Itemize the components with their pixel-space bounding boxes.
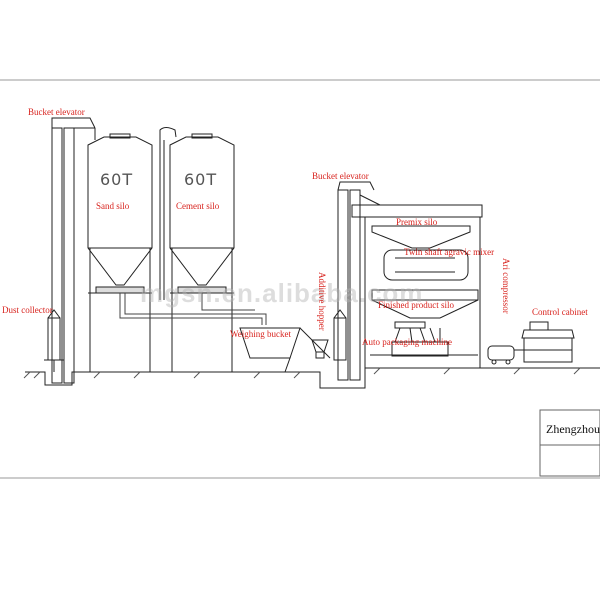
label-premix-silo: Premix silo — [396, 217, 438, 227]
weighing-bucket — [239, 327, 331, 373]
label-cement-silo: Cement silo — [176, 201, 220, 211]
additive-hopper — [311, 309, 347, 361]
ground-line — [23, 367, 600, 389]
label-bucket-elevator-left: Bucket elevator — [28, 107, 85, 117]
watermark: mgsn.en.alibaba.com — [140, 278, 424, 308]
bucket-elevator-left — [51, 117, 96, 384]
sand-silo-capacity: 60T — [100, 170, 134, 189]
label-additive-hopper: Additive hopper — [317, 272, 327, 331]
label-air-compressor: Ari compressor — [501, 258, 511, 314]
mixing-tower — [351, 204, 483, 368]
label-twin-shaft-mixer: Twin shaft agravic mixer — [404, 247, 495, 257]
label-auto-packaging-machine: Auto packaging machine — [362, 337, 452, 347]
screw-conveyors — [119, 293, 267, 325]
label-bucket-elevator-right: Bucket elevator — [312, 171, 369, 181]
label-control-cabinet: Control cabinet — [532, 307, 588, 317]
title-block — [539, 409, 600, 477]
bucket-elevator-right — [337, 181, 381, 381]
air-compressor — [487, 345, 524, 365]
title-block-company: Zhengzhou — [546, 422, 600, 436]
cement-silo-capacity: 60T — [184, 170, 218, 189]
drawing-frame — [0, 79, 600, 479]
label-dust-collector: Dust collector — [2, 305, 53, 315]
cement-silo — [159, 127, 235, 372]
control-cabinet — [521, 321, 575, 363]
label-sand-silo: Sand silo — [96, 201, 130, 211]
dust-collector — [44, 309, 64, 372]
label-finished-product-silo: Finished product silo — [378, 300, 454, 310]
label-weighing-bucket: Weighing bucket — [230, 329, 292, 339]
